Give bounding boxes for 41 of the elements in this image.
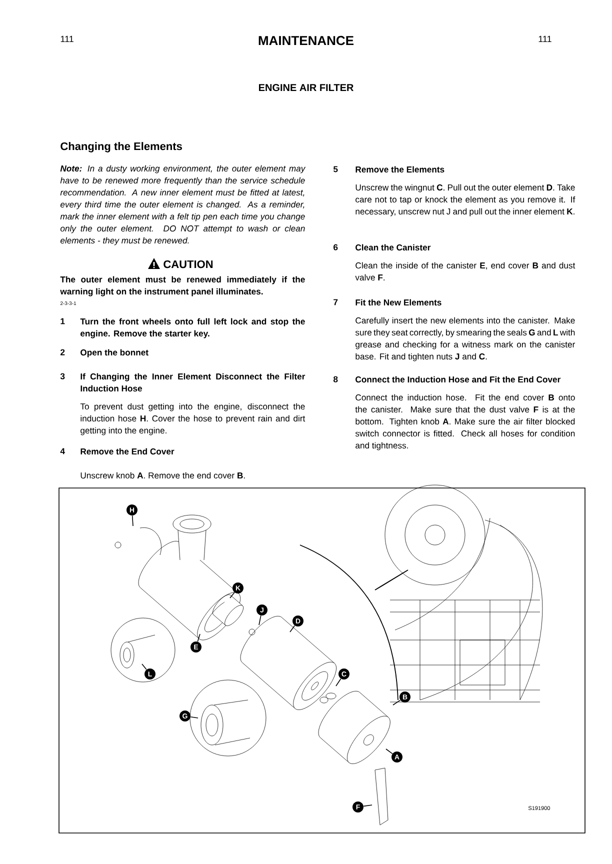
leader-line — [392, 700, 401, 706]
leader-line — [132, 515, 134, 526]
leader-line — [197, 634, 200, 642]
step-heading: Turn the front wheels onto full left lock and stop the engine. Remove the starter key. — [80, 318, 305, 338]
page-header-title: MAINTENANCE — [258, 36, 354, 46]
step-heading: Connect the Induction Hose and Fit the End Cover — [356, 376, 561, 383]
step-number: 1 — [60, 318, 65, 324]
leader-line — [363, 804, 372, 807]
leader-line — [290, 625, 296, 632]
step-number: 8 — [333, 376, 338, 382]
step-heading: Open the bonnet — [80, 349, 148, 358]
step-text: Connect the induction hose. Fit the end cover B onto the canister. Make sure that the dust valve F is at the bottom. Tighten knob A. Make sure the air filter blocked switch connector is fitted. Check all hoses for condition and tightness. — [355, 394, 575, 450]
step-heading: Remove the End Cover — [80, 448, 174, 455]
page-number: 111 — [538, 36, 552, 42]
step-text: Clean the inside of the canister E, end cover B and dust valve F. — [355, 262, 576, 281]
section-heading: Changing the Elements — [60, 142, 182, 152]
step-heading: If Changing the Inner Element Disconnect the Filter Induction Hose — [80, 373, 306, 392]
step-text: To prevent dust getting into the engine, disconnect the induction hose H. Cover the hose to prevent rain and dirt getting into the engine. — [80, 403, 306, 436]
page-heading: ENGINE AIR FILTER — [258, 84, 354, 92]
leader-line — [230, 592, 235, 598]
step-number: 3 — [60, 373, 65, 380]
page-number: 111 — [60, 36, 74, 42]
leader-line — [190, 716, 198, 718]
leader-line — [258, 615, 262, 626]
step-text: Unscrew the wingnut C. Pull out the outer element D. Take care not to tap or knock the element as you remove it. If necessary, unscrew nut J and pull out the inner element K. — [356, 184, 576, 216]
step-number: 4 — [60, 448, 65, 454]
caution-text: The outer element must be renewed immediately if the warning light on the instrument panel illuminates. — [60, 276, 305, 296]
leader-line — [142, 664, 147, 670]
step-heading: Clean the Canister — [356, 244, 431, 251]
step-text: Carefully insert the new elements into the canister. Make sure they seat correctly, by smearing the seals G and L with grease and checking for a witness mark on the canister base. Fit and tighten nuts J and C. — [355, 317, 575, 362]
step-heading: Remove the Elements — [356, 166, 444, 173]
note-paragraph: Note: In a dusty working environment, the outer element may have to be renewed more frequently than the service schedule recommendation. A new inner element must be fitted at latest, every third time the outer element is changed. As a reminder, mark the inner element with a felt tip pen each time you change only the outer element. DO NOT attempt to wash or clean elements - they must be renewed. — [60, 165, 306, 246]
leader-line — [336, 678, 342, 686]
step-number: 7 — [334, 299, 338, 306]
leader-line — [386, 748, 393, 754]
step-heading: Fit the New Elements — [356, 299, 442, 306]
step-text: Unscrew knob A. Remove the end cover B. — [80, 472, 245, 479]
caution-heading: CAUTION — [164, 260, 213, 268]
step-number: 2 — [60, 349, 65, 356]
step-number: 6 — [334, 244, 338, 250]
step-number: 5 — [333, 166, 338, 172]
